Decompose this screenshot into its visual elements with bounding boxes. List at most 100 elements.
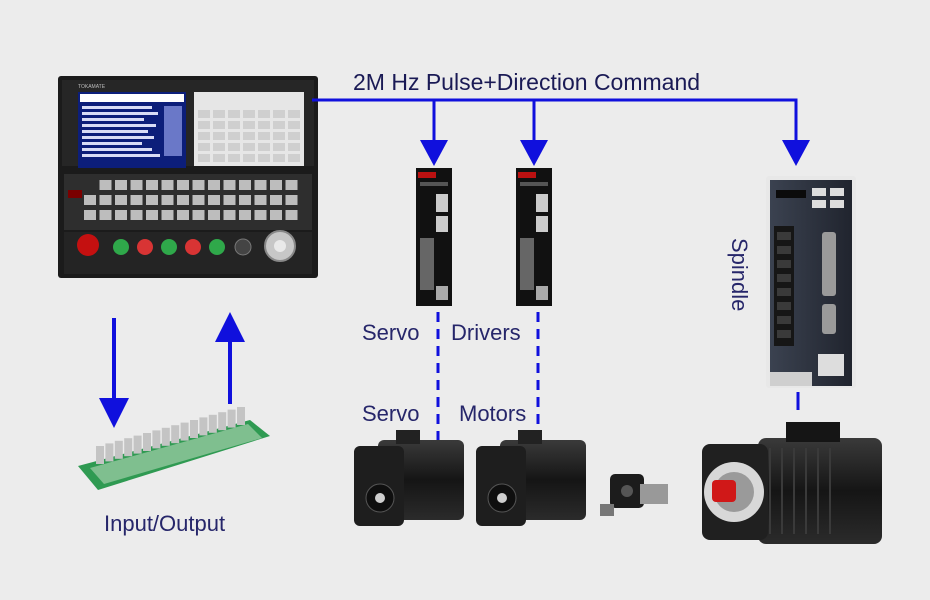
spindle-drive-icon	[766, 176, 856, 388]
keypad-key	[146, 195, 158, 205]
keypad-key	[239, 180, 251, 190]
keypad-key	[228, 143, 240, 151]
spindle-cap	[712, 480, 736, 502]
keypad-key	[198, 121, 210, 129]
keypad-key	[258, 143, 270, 151]
keypad-key	[243, 121, 255, 129]
arrow-down-icon	[99, 398, 129, 428]
emergency-stop-button	[77, 234, 99, 256]
relay-row	[96, 407, 245, 464]
keypad-key	[223, 210, 236, 220]
keypad-key	[285, 210, 298, 220]
keypad-key	[99, 180, 112, 190]
servo-drivers-label-left: Servo	[362, 320, 420, 345]
keypad-key	[161, 180, 174, 190]
relay-module	[161, 427, 170, 446]
keypad-key	[115, 195, 127, 205]
keypad-key	[213, 154, 225, 162]
keypad-key	[198, 110, 210, 118]
keypad-key	[285, 180, 298, 190]
keypad-key	[177, 180, 189, 190]
keypad-key	[115, 180, 127, 190]
servo-motor-icon	[476, 430, 586, 526]
keypad-key	[223, 180, 236, 190]
relay-module	[143, 433, 151, 451]
relay-module	[218, 412, 227, 431]
keypad-key	[228, 121, 240, 129]
keypad-key	[84, 210, 96, 220]
keypad-key	[177, 195, 189, 205]
keypad-key	[270, 195, 282, 205]
relay-module	[227, 409, 236, 428]
keypad-key	[243, 143, 255, 151]
arrow-to-driver-1	[420, 140, 448, 166]
arrow-to-spindle-drive	[782, 140, 810, 166]
cnc-controller-icon: TOKAMATE	[58, 76, 318, 278]
green-button-2	[161, 239, 177, 255]
keypad-key	[239, 195, 251, 205]
servo-driver-icon	[416, 168, 452, 306]
servo-motor-icon	[354, 430, 464, 526]
relay-module	[96, 446, 104, 464]
keypad-key	[192, 210, 205, 220]
relay-board-icon	[78, 407, 270, 490]
keypad-key	[130, 195, 143, 205]
keypad-key	[258, 121, 270, 129]
keypad-key	[288, 110, 300, 118]
red-button-2	[185, 239, 201, 255]
command-label: 2M Hz Pulse+Direction Command	[353, 69, 701, 95]
lower-keypad	[84, 180, 298, 220]
keypad-key	[208, 210, 220, 220]
keypad-key	[198, 143, 210, 151]
relay-module	[190, 420, 198, 438]
keypad-key	[208, 195, 220, 205]
keypad-key	[288, 143, 300, 151]
arrow-up-icon	[215, 312, 245, 342]
encoder-icon	[600, 474, 668, 516]
relay-module	[114, 440, 123, 459]
keypad-key	[273, 132, 285, 140]
keypad-key	[228, 154, 240, 162]
right-keypad	[198, 110, 300, 162]
keypad-key	[258, 154, 270, 162]
relay-module	[152, 430, 161, 449]
black-knob	[234, 238, 252, 256]
keypad-key	[254, 195, 267, 205]
keypad-key	[130, 210, 143, 220]
servo-motors-label-right: Motors	[459, 401, 527, 426]
keypad-key	[273, 110, 285, 118]
arrow-to-driver-2	[520, 140, 548, 166]
keypad-key	[288, 121, 300, 129]
keypad-key	[243, 154, 255, 162]
keypad-key	[146, 210, 158, 220]
keypad-key	[99, 210, 112, 220]
keypad-key	[161, 195, 174, 205]
keypad-key	[288, 154, 300, 162]
keypad-key	[273, 143, 285, 151]
keypad-key	[239, 210, 251, 220]
keypad-key	[273, 154, 285, 162]
keypad-key	[254, 180, 267, 190]
keypad-key	[288, 132, 300, 140]
relay-module	[171, 425, 180, 444]
keypad-key	[258, 132, 270, 140]
keypad-key	[243, 132, 255, 140]
keypad-key	[270, 210, 282, 220]
keypad-key	[228, 132, 240, 140]
red-button-1	[137, 239, 153, 255]
keypad-key	[213, 121, 225, 129]
keypad-key	[161, 210, 174, 220]
keypad-key	[99, 195, 112, 205]
io-label: Input/Output	[104, 511, 226, 536]
keypad-key	[254, 210, 267, 220]
servo-motors-label-left: Servo	[362, 401, 420, 426]
command-bus	[312, 98, 810, 166]
spindle-label: Spindle	[727, 238, 752, 312]
keypad-key	[228, 110, 240, 118]
relay-module	[133, 435, 142, 454]
keypad-key	[192, 195, 205, 205]
keypad-key	[198, 132, 210, 140]
keypad-key	[213, 110, 225, 118]
keypad-key	[198, 154, 210, 162]
